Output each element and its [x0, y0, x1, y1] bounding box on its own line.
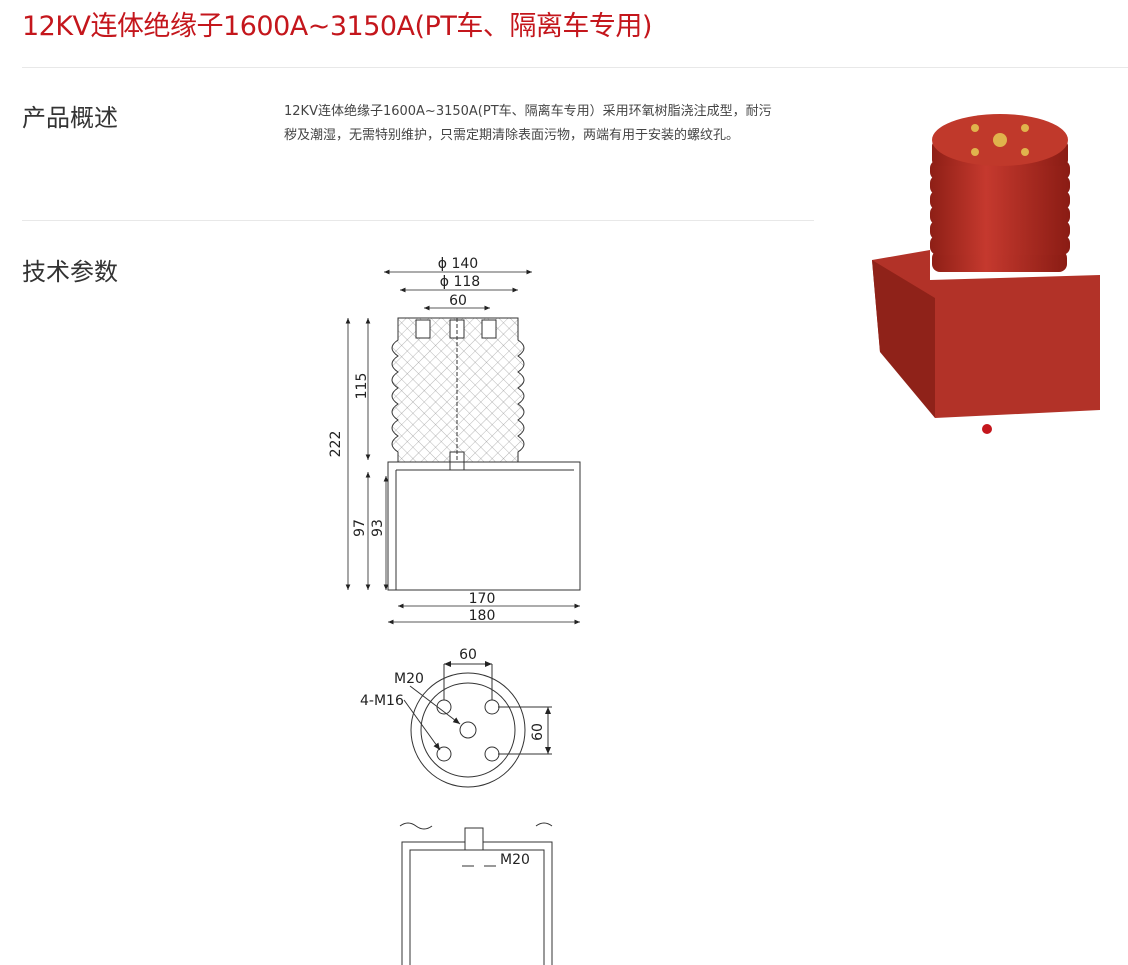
- dim-w180: 180: [469, 608, 496, 624]
- product-photo: [872, 114, 1100, 418]
- carousel-dot[interactable]: [982, 424, 992, 434]
- dim-h93: 93: [370, 519, 386, 537]
- top-view: [403, 661, 552, 788]
- section-m20: M20: [500, 852, 530, 868]
- dim-h115: 115: [354, 373, 370, 400]
- dim-h97: 97: [352, 519, 368, 537]
- label-4m16: 4-M16: [360, 693, 404, 709]
- page-title: 12KV连体绝缘子1600A~3150A(PT车、隔离车专用): [22, 11, 652, 42]
- top-dim-w60: 60: [459, 647, 477, 663]
- dim-w170: 170: [469, 591, 496, 607]
- overview-heading: 产品概述: [22, 104, 118, 132]
- divider: [22, 67, 1128, 68]
- dim-w60: 60: [449, 293, 467, 309]
- dim-h222: 222: [328, 431, 344, 458]
- dim-d140: ϕ 140: [438, 256, 478, 272]
- section-view: [399, 822, 553, 965]
- specs-heading: 技术参数: [22, 258, 118, 286]
- dim-d118: ϕ 118: [440, 274, 480, 290]
- label-m20: M20: [394, 671, 424, 687]
- overview-text: 12KV连体绝缘子1600A~3150A(PT车、隔离车专用）采用环氧树脂浇注成…: [284, 104, 772, 143]
- side-view: [387, 317, 581, 591]
- technical-drawing: ϕ 140 ϕ 118 60 115 222 97 93 170 180 60 …: [328, 256, 581, 965]
- top-dim-h60: 60: [530, 723, 546, 741]
- divider: [22, 220, 814, 221]
